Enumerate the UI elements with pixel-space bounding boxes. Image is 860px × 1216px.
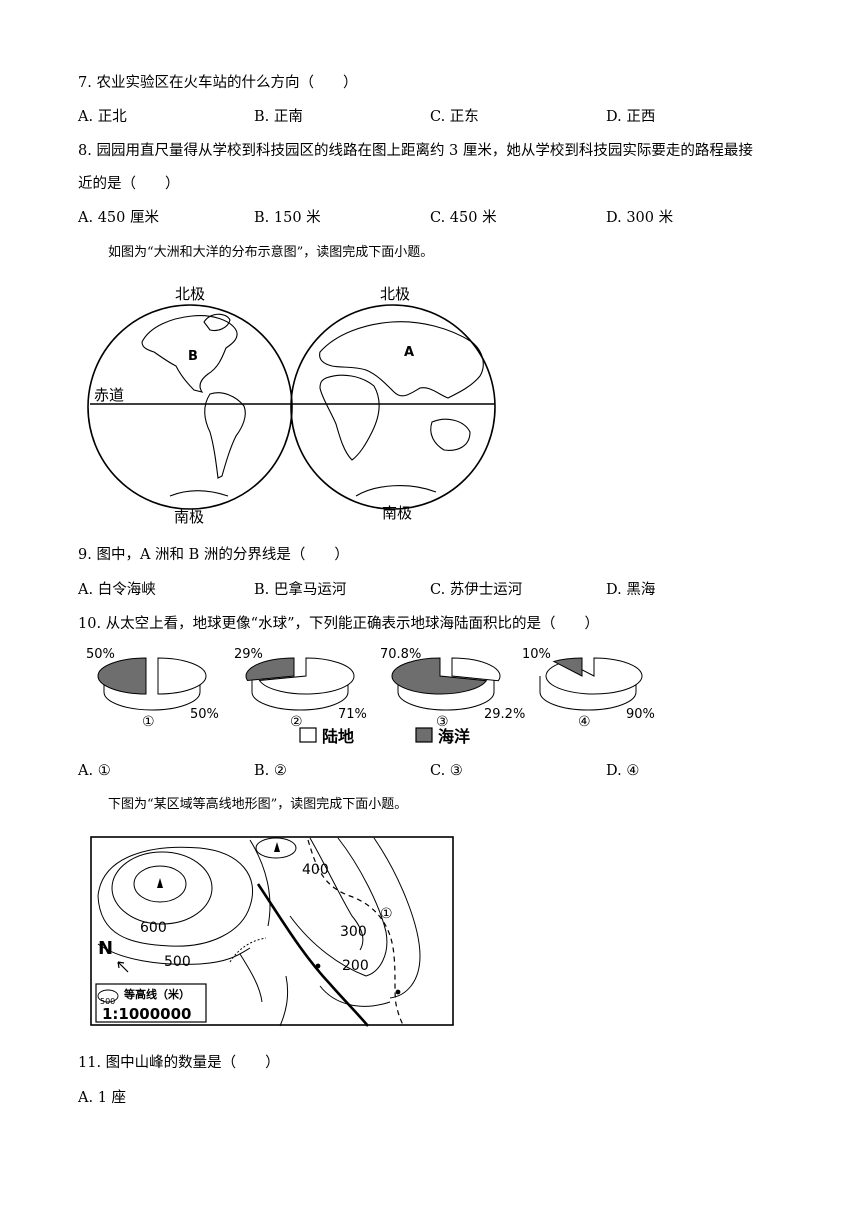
eurasia-outline: [319, 321, 484, 399]
south-pole-label-right: 南极: [382, 504, 412, 522]
q9-stem: 9. 图中，A 洲和 B 洲的分界线是（ ）: [78, 547, 349, 563]
railway-line: [256, 883, 369, 1027]
q8-option-b: B. 150 米: [254, 210, 321, 226]
pie-land-label: 90%: [626, 707, 655, 722]
contour-map-figure: 400 300 200 600 500 ① N 500 等高线（米） 1:100…: [90, 836, 454, 1027]
contour-label-500: 500: [164, 954, 191, 970]
q7-stem: 7. 农业实验区在火车站的什么方向（ ）: [78, 75, 358, 91]
q8-option-d: D. 300 米: [606, 210, 674, 226]
pie-land-label: 50%: [190, 707, 219, 722]
pie-ocean-slice: [552, 657, 583, 677]
q7-option-d: D. 正西: [606, 109, 656, 125]
q9-option-d: D. 黑海: [606, 582, 656, 598]
pie-land-label: 71%: [338, 707, 367, 722]
contour-label-200: 200: [342, 958, 369, 974]
pie-ocean-slice: [245, 657, 295, 682]
equator-label: 赤道: [94, 386, 124, 404]
intro-globe-map: 如图为“大洲和大洋的分布示意图”，读图完成下面小题。: [108, 245, 434, 260]
antarctica-east-outline: [355, 485, 437, 497]
continent-a-label: A: [404, 345, 414, 360]
q10-option-d: D. ④: [606, 763, 640, 779]
eastern-hemisphere-circle: [290, 304, 496, 510]
pie-charts-figure: 50% 50% ① 29% 71% ② 70.8% 29.2% ③ 10% 90% ④ 陆地 海洋: [86, 647, 655, 746]
globe-map-figure: 北极 北极 赤道 B A 南极 南极: [87, 285, 496, 526]
location-marker-1: ①: [380, 906, 393, 922]
north-pole-label-left: 北极: [175, 285, 205, 303]
pie-ocean-label: 50%: [86, 647, 115, 662]
antarctica-west-outline: [169, 490, 229, 497]
north-indicator: N: [98, 938, 113, 959]
q8-option-c: C. 450 米: [430, 210, 497, 226]
contour-label-400: 400: [302, 862, 329, 878]
africa-outline: [319, 374, 380, 461]
q7-option-c: C. 正东: [430, 109, 479, 125]
western-hemisphere-circle: [87, 304, 293, 510]
q9-option-c: C. 苏伊士运河: [430, 582, 523, 598]
south-pole-label-left: 南极: [174, 508, 204, 526]
pie-land-label: 29.2%: [484, 707, 525, 722]
pie-land-slice: [451, 657, 501, 682]
south-america-outline: [204, 392, 246, 479]
q11-option-a: A. 1 座: [78, 1090, 127, 1106]
q10-stem: 10. 从太空上看，地球更像“水球”，下列能正确表示地球海陆面积比的是（ ）: [78, 616, 599, 632]
q9-option-a: A. 白令海峡: [78, 582, 156, 598]
pie-land-slice: [157, 657, 207, 695]
peak-marker-left: [157, 878, 163, 888]
legend-land-label: 陆地: [322, 727, 354, 746]
pie-land-slice: [258, 657, 355, 695]
intro-contour-map: 下图为“某区域等高线地形图”，读图完成下面小题。: [108, 797, 408, 812]
legend-sample-value: 500: [100, 997, 115, 1006]
pie-number-label: ②: [290, 714, 303, 730]
cliff-hatch-line: [229, 937, 267, 963]
legend-contour-icon: [97, 989, 119, 1003]
pie-ocean-slice: [391, 657, 488, 695]
q10-option-a: A. ①: [78, 763, 111, 779]
point-marker: [315, 963, 321, 969]
greenland-outline: [203, 313, 231, 332]
australia-outline: [430, 418, 471, 451]
legend-text: 等高线（米）: [123, 987, 190, 1001]
contour-label-300: 300: [340, 924, 367, 940]
q8-option-a: A. 450 厘米: [78, 210, 159, 226]
q8-stem-line1: 8. 园园用直尺量得从学校到科技园区的线路在图上距离约 3 厘米，她从学校到科技…: [78, 143, 753, 159]
q10-option-b: B. ②: [254, 763, 287, 779]
map-scale: 1:1000000: [102, 1005, 192, 1023]
point-marker-bottom: [395, 989, 401, 995]
pie-ocean-label: 29%: [234, 647, 263, 662]
q9-option-b: B. 巴拿马运河: [254, 582, 347, 598]
river-dashed: [307, 839, 405, 1027]
q11-stem: 11. 图中山峰的数量是（ ）: [78, 1055, 280, 1071]
pie-ocean-label: 10%: [522, 647, 551, 662]
north-pole-label-right: 北极: [380, 285, 410, 303]
north-arrow-icon: [117, 961, 129, 973]
legend-ocean-swatch: [415, 727, 433, 743]
legend-land-swatch: [299, 727, 317, 743]
pie-number-label: ①: [142, 714, 155, 730]
contour-label-600: 600: [140, 920, 167, 936]
continent-b-label: B: [188, 349, 198, 364]
pie-ocean-label: 70.8%: [380, 647, 421, 662]
q8-stem-line2: 近的是（ ）: [78, 176, 180, 192]
legend-ocean-label: 海洋: [438, 727, 470, 746]
pie-number-label: ③: [436, 714, 449, 730]
q7-option-b: B. 正南: [254, 109, 303, 125]
peak-marker-top: [274, 842, 280, 852]
pie-ocean-slice: [97, 657, 147, 695]
q7-option-a: A. 正北: [78, 109, 127, 125]
pie-number-label: ④: [578, 714, 591, 730]
q10-option-c: C. ③: [430, 763, 463, 779]
